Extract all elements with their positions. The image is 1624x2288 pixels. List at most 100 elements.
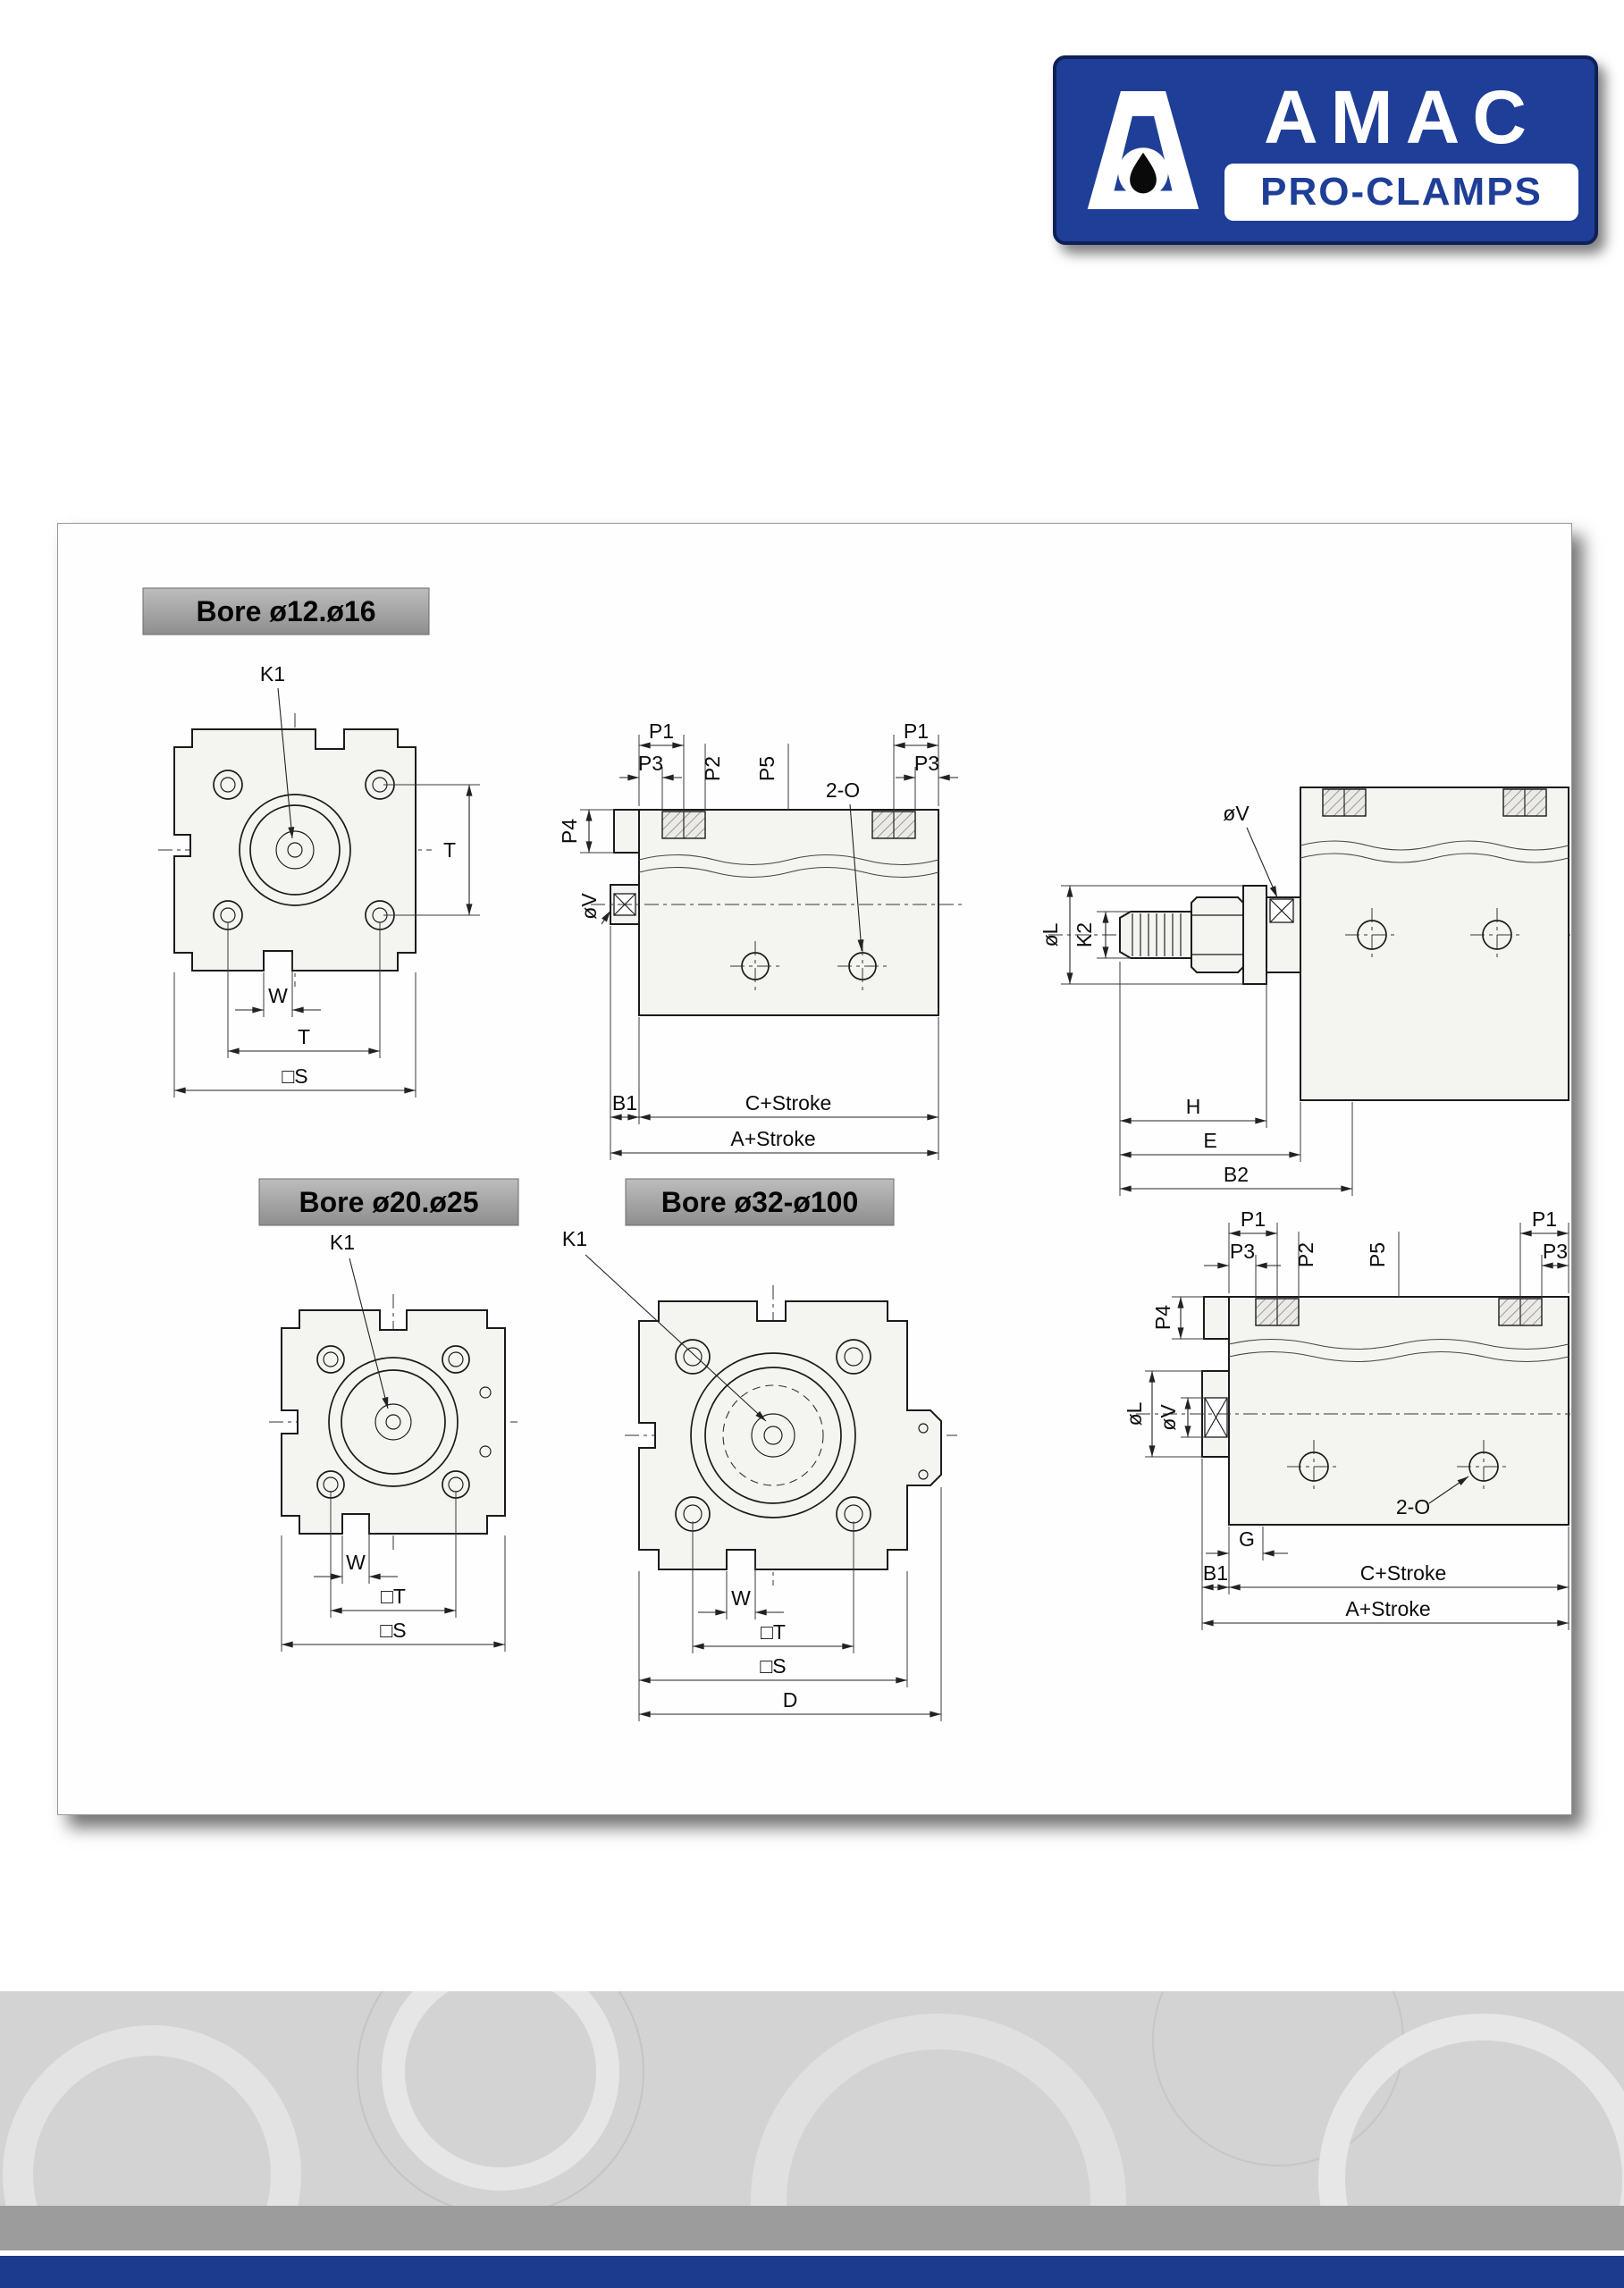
k1-leader [277, 687, 295, 839]
dim-label-b1: B1 [1203, 1561, 1228, 1585]
badge-bore12-label: Bore ø12.ø16 [197, 595, 376, 627]
view-bore12-front: K1 T W T □S [158, 662, 480, 1098]
dim-label-d: D [783, 1688, 798, 1712]
dim-label-a-stroke: A+Stroke [1345, 1597, 1430, 1620]
dim-label-sq-s: □S [760, 1654, 786, 1678]
ov-leader [1246, 827, 1278, 898]
dim-label-t-horizontal: T [298, 1025, 310, 1048]
dim-label-p3-left: P3 [1230, 1240, 1255, 1263]
view-bore20-front: K1 W □T □S [269, 1231, 517, 1652]
dim-label-ov: øV [1157, 1404, 1180, 1431]
2o-leader [849, 803, 864, 952]
head-step [613, 809, 640, 854]
badge-bore12: Bore ø12.ø16 [142, 587, 430, 635]
2o-leader [1428, 1476, 1469, 1504]
dim-label-w: W [268, 984, 288, 1007]
dim-label-h: H [1186, 1095, 1201, 1118]
badge-bore32: Bore ø32-ø100 [625, 1178, 895, 1226]
dim-label-p5: P5 [755, 756, 778, 781]
dim-label-sq-t: □T [761, 1620, 786, 1644]
dim-label-p1-right: P1 [1532, 1207, 1557, 1231]
footer-watermark [3, 1991, 1624, 2206]
dim-label-w: W [731, 1586, 751, 1610]
dim-label-t-vertical: T [443, 838, 456, 862]
port-symbol [1204, 1397, 1228, 1438]
brand-a-icon [1087, 91, 1199, 209]
dim-label-k1: K1 [260, 662, 285, 686]
bore-circles [690, 1352, 856, 1518]
dim-label-e: E [1203, 1129, 1216, 1152]
brand-subname: PRO-CLAMPS [1260, 170, 1543, 214]
dim-label-ov: øV [1223, 802, 1250, 825]
dim-label-p2: P2 [1294, 1242, 1317, 1267]
dim-label-p1-left: P1 [649, 719, 674, 743]
dimensions: øL K2 H E B2 [1039, 885, 1353, 1196]
bore-circles [328, 1357, 459, 1487]
dim-label-p4: P4 [558, 819, 581, 844]
brand-name: AMAC [1264, 75, 1539, 159]
dim-label-p3-right: P3 [914, 752, 939, 775]
dim-label-p3-left: P3 [638, 752, 663, 775]
badge-bore20: Bore ø20.ø25 [258, 1178, 519, 1226]
face-holes [1287, 1440, 1510, 1493]
body-outline [1300, 786, 1569, 1101]
view-bore32-side: 2-O P1 P1 P3 P3 P2 P5 P4 [1123, 1207, 1570, 1630]
dim-label-k1: K1 [562, 1227, 587, 1250]
dim-label-ol: øL [1123, 1401, 1146, 1426]
drawing-panel: Bore ø12.ø16 Bore ø20.ø25 Bore ø32-ø100 … [57, 523, 1572, 1815]
dimensions: P1 P1 P3 P3 P2 P5 P4 øL øV G [1123, 1207, 1569, 1630]
dim-label-p4: P4 [1151, 1305, 1174, 1330]
face-holes [1345, 908, 1524, 962]
dimensions: W □T □S [281, 1491, 506, 1652]
dimensions: W □T □S D [638, 1487, 942, 1721]
ports [1322, 788, 1547, 817]
dim-label-c-stroke: C+Stroke [1360, 1561, 1447, 1585]
dim-label-p2: P2 [701, 756, 724, 781]
dim-label-p5: P5 [1366, 1242, 1389, 1267]
dim-label-b2: B2 [1224, 1163, 1249, 1186]
dim-label-ol: øL [1039, 922, 1062, 946]
dim-label-a-stroke: A+Stroke [730, 1127, 815, 1150]
dim-label-p1-left: P1 [1241, 1207, 1266, 1231]
hex-nut [1191, 896, 1244, 973]
dim-label-2o: 2-O [1396, 1495, 1430, 1518]
dim-label-p3-right: P3 [1543, 1240, 1568, 1263]
body-outline [173, 728, 417, 972]
dim-label-sq-s: □S [380, 1619, 406, 1642]
dimensions: P1 P1 P3 P3 P2 P5 P4 øV B1 C+Stroke [558, 719, 958, 1160]
body-outline [281, 1309, 506, 1535]
thread-lines [1132, 913, 1182, 956]
dim-label-k1: K1 [330, 1231, 355, 1254]
head-step [1203, 1296, 1230, 1340]
bolt-holes [316, 1345, 492, 1499]
dim-label-b1: B1 [612, 1091, 637, 1115]
bolt-holes [675, 1339, 929, 1532]
dim-label-ov: øV [577, 893, 601, 920]
dim-label-2o: 2-O [826, 778, 860, 802]
port-symbol [1269, 898, 1294, 923]
footer-watermark-band [0, 1991, 1624, 2206]
k1-leader [349, 1258, 389, 1409]
dim-label-p1-right: P1 [904, 719, 929, 743]
dim-label-c-stroke: C+Stroke [745, 1091, 832, 1115]
view-bore12-side: 2-O P1 P1 P3 P3 P2 P5 P4 [558, 719, 963, 1160]
ports [1255, 1298, 1543, 1326]
view-bore12-rod-end: øV øL K2 H E B2 [1039, 786, 1570, 1196]
brand-logo: AMAC PRO-CLAMPS [1053, 55, 1598, 245]
dim-label-g: G [1239, 1527, 1255, 1551]
dim-label-sq-s: □S [282, 1064, 307, 1088]
dim-label-w: W [346, 1551, 366, 1574]
dim-label-sq-t: □T [381, 1585, 406, 1608]
rod-flange [1242, 885, 1267, 985]
dimensions: T W T □S [173, 784, 480, 1098]
bore-circles [239, 794, 351, 906]
technical-drawing: Bore ø12.ø16 Bore ø20.ø25 Bore ø32-ø100 … [142, 587, 1570, 1721]
body-outline [1228, 1296, 1569, 1526]
brand-subname-box: PRO-CLAMPS [1224, 164, 1578, 221]
dim-label-k2: K2 [1073, 922, 1096, 947]
footer-navy-band [0, 2256, 1624, 2288]
ports [661, 811, 916, 839]
k1-leader [585, 1254, 767, 1422]
badge-bore20-label: Bore ø20.ø25 [299, 1186, 479, 1218]
body-outline [638, 809, 939, 1016]
